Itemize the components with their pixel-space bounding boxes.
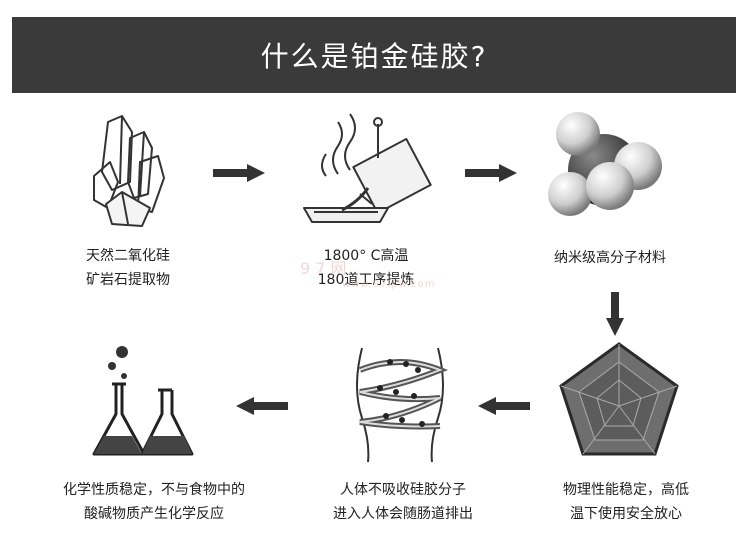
intestine-icon [356, 347, 449, 463]
watermark: 9 7 网 www.97ipw.com [300, 259, 436, 290]
arrow-left-1 [478, 397, 530, 415]
arrow-right-1 [213, 164, 265, 182]
step-5-caption: 人体不吸收硅胶分子 进入人体会随肠道排出 [333, 482, 473, 522]
arrow-down [606, 292, 624, 336]
lab-flasks-icon [92, 346, 194, 456]
arrow-right-2 [465, 164, 517, 182]
step-4-caption: 物理性能稳定，高低 温下使用安全放心 [563, 482, 689, 522]
crystal-icon [93, 115, 165, 227]
page-title: 什么是铂金硅胶? [260, 40, 488, 73]
refining-pot-icon [303, 113, 432, 223]
arrow-left-2 [236, 397, 288, 415]
step-1-caption: 天然二氧化硅 矿岩石提取物 [86, 248, 170, 288]
step-3-caption: 纳米级高分子材料 [554, 250, 666, 266]
step-2-caption: 1800° C高温 180道工序提炼 [317, 248, 415, 288]
step-6-caption: 化学性质稳定，不与食物中的 酸碱物质产生化学反应 [63, 482, 245, 522]
molecule-icon [548, 112, 662, 216]
stability-radar-icon [559, 342, 679, 456]
title-banner: 什么是铂金硅胶? [12, 17, 736, 93]
